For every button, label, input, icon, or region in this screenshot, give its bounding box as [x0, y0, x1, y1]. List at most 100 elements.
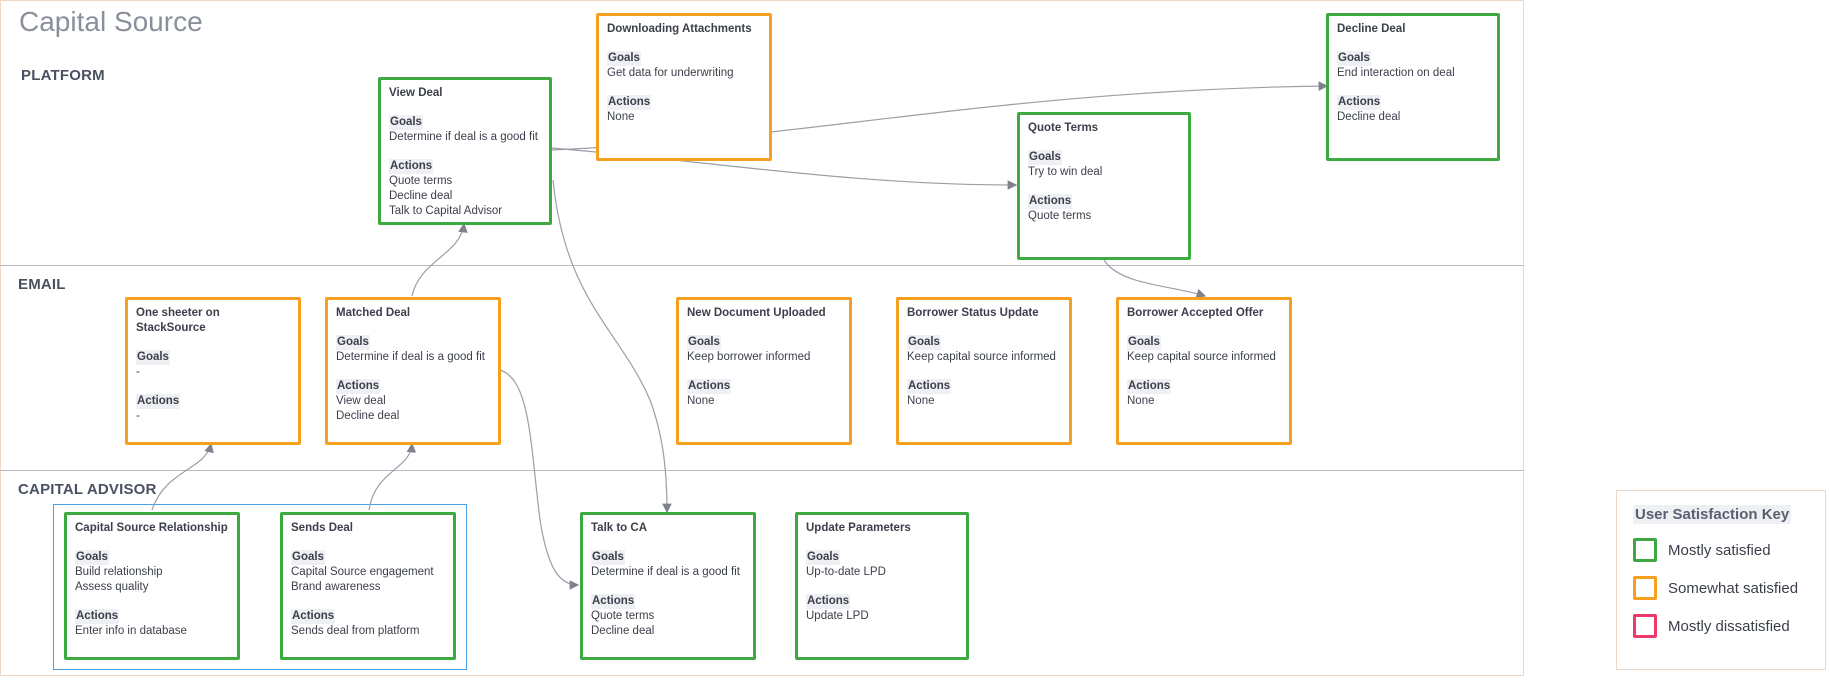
actions-heading: Actions — [389, 159, 434, 174]
goal-item: Keep capital source informed — [1127, 351, 1276, 363]
action-item: Decline deal — [591, 625, 655, 637]
key-row-somewhat-satisfied: Somewhat satisfied — [1633, 576, 1809, 600]
action-item: Decline deal — [389, 190, 453, 202]
action-item: Quote terms — [591, 610, 655, 622]
card-title: Sends Deal — [291, 522, 353, 534]
goals-heading: Goals — [907, 335, 941, 350]
goals-heading: Goals — [591, 550, 625, 565]
key-label: Somewhat satisfied — [1668, 579, 1799, 597]
satisfaction-key: User Satisfaction Key Mostly satisfied S… — [1616, 490, 1826, 670]
actions-heading: Actions — [687, 379, 732, 394]
card-new-document-uploaded[interactable]: New Document Uploaded Goals Keep borrowe… — [676, 297, 852, 445]
card-sends-deal[interactable]: Sends Deal Goals Capital Source engageme… — [280, 512, 456, 660]
red-swatch-icon — [1633, 614, 1657, 638]
orange-swatch-icon — [1633, 576, 1657, 600]
card-title: Update Parameters — [806, 522, 911, 534]
action-item: Decline deal — [336, 410, 400, 422]
arrow-csrel-to-onesheeter — [151, 442, 214, 511]
goals-heading: Goals — [336, 335, 370, 350]
goals-heading: Goals — [136, 350, 170, 365]
key-label: Mostly dissatisfied — [1668, 617, 1790, 635]
card-title: New Document Uploaded — [687, 307, 826, 319]
action-item: None — [907, 395, 935, 407]
lane-divider-platform-email — [0, 265, 1524, 266]
actions-heading: Actions — [291, 609, 336, 624]
arrow-matched-to-talkca — [499, 369, 580, 590]
card-downloading-attachments[interactable]: Downloading Attachments Goals Get data f… — [596, 13, 772, 161]
card-update-parameters[interactable]: Update Parameters Goals Up-to-date LPD A… — [795, 512, 969, 660]
action-item: Update LPD — [806, 610, 869, 622]
card-matched-deal[interactable]: Matched Deal Goals Determine if deal is … — [325, 297, 501, 445]
goal-item: Keep capital source informed — [907, 351, 1056, 363]
card-title: Decline Deal — [1337, 23, 1406, 35]
goal-item: Keep borrower informed — [687, 351, 811, 363]
card-title: Capital Source Relationship — [75, 522, 228, 534]
action-item: Quote terms — [389, 175, 453, 187]
action-item: Sends deal from platform — [291, 625, 420, 637]
card-capital-source-relationship[interactable]: Capital Source Relationship Goals Build … — [64, 512, 240, 660]
actions-heading: Actions — [607, 95, 652, 110]
actions-heading: Actions — [336, 379, 381, 394]
goal-item: Determine if deal is a good fit — [591, 566, 740, 578]
key-row-mostly-dissatisfied: Mostly dissatisfied — [1633, 614, 1809, 638]
goal-item: Brand awareness — [291, 581, 381, 593]
goal-item: Build relationship — [75, 566, 163, 578]
action-item: None — [607, 111, 635, 123]
actions-heading: Actions — [136, 394, 181, 409]
card-one-sheeter[interactable]: One sheeter on StackSource Goals - Actio… — [125, 297, 301, 445]
card-borrower-accepted-offer[interactable]: Borrower Accepted Offer Goals Keep capit… — [1116, 297, 1292, 445]
key-title: User Satisfaction Key — [1633, 505, 1792, 524]
card-title: One sheeter on StackSource — [136, 307, 220, 334]
lane-divider-email-advisor — [0, 470, 1524, 471]
green-swatch-icon — [1633, 538, 1657, 562]
goal-item: End interaction on deal — [1337, 67, 1455, 79]
card-borrower-status-update[interactable]: Borrower Status Update Goals Keep capita… — [896, 297, 1072, 445]
goal-item: Get data for underwriting — [607, 67, 734, 79]
actions-heading: Actions — [1028, 194, 1073, 209]
actions-heading: Actions — [591, 594, 636, 609]
action-item: Decline deal — [1337, 111, 1401, 123]
goals-heading: Goals — [806, 550, 840, 565]
action-item: View deal — [336, 395, 386, 407]
card-title: Matched Deal — [336, 307, 411, 319]
goal-item: Capital Source engagement — [291, 566, 434, 578]
actions-heading: Actions — [907, 379, 952, 394]
goals-heading: Goals — [389, 115, 423, 130]
goals-heading: Goals — [291, 550, 325, 565]
goal-item: Assess quality — [75, 581, 149, 593]
card-title: Talk to CA — [591, 522, 648, 534]
action-item: Talk to Capital Advisor — [389, 205, 503, 217]
action-item: Enter info in database — [75, 625, 187, 637]
goals-heading: Goals — [1337, 51, 1371, 66]
action-item: None — [1127, 395, 1155, 407]
card-quote-terms[interactable]: Quote Terms Goals Try to win deal Action… — [1017, 112, 1191, 260]
goal-item: Try to win deal — [1028, 166, 1103, 178]
card-title: Borrower Accepted Offer — [1127, 307, 1264, 319]
lane-label-capital-advisor: CAPITAL ADVISOR — [18, 481, 157, 498]
card-title: Downloading Attachments — [607, 23, 752, 35]
card-title: Borrower Status Update — [907, 307, 1039, 319]
card-title: View Deal — [389, 87, 443, 99]
card-decline-deal[interactable]: Decline Deal Goals End interaction on de… — [1326, 13, 1500, 161]
card-view-deal[interactable]: View Deal Goals Determine if deal is a g… — [378, 77, 552, 225]
capital-advisor-group — [53, 504, 467, 670]
card-talk-to-ca[interactable]: Talk to CA Goals Determine if deal is a … — [580, 512, 756, 660]
lane-label-platform: PLATFORM — [21, 67, 105, 84]
goals-heading: Goals — [687, 335, 721, 350]
key-row-mostly-satisfied: Mostly satisfied — [1633, 538, 1809, 562]
arrow-view-to-talkca — [552, 179, 672, 514]
goals-heading: Goals — [1028, 150, 1062, 165]
actions-heading: Actions — [75, 609, 120, 624]
goals-heading: Goals — [75, 550, 109, 565]
action-item: None — [687, 395, 715, 407]
diagram-frame — [0, 0, 1524, 676]
goal-item: Determine if deal is a good fit — [336, 351, 485, 363]
arrow-sends-to-matched — [368, 442, 417, 511]
arrow-quote-to-accepted — [1103, 259, 1207, 299]
card-title: Quote Terms — [1028, 122, 1099, 134]
actions-heading: Actions — [1127, 379, 1172, 394]
goals-heading: Goals — [1127, 335, 1161, 350]
action-item: - — [136, 410, 140, 422]
actions-heading: Actions — [1337, 95, 1382, 110]
arrow-matched-to-view — [411, 222, 468, 297]
